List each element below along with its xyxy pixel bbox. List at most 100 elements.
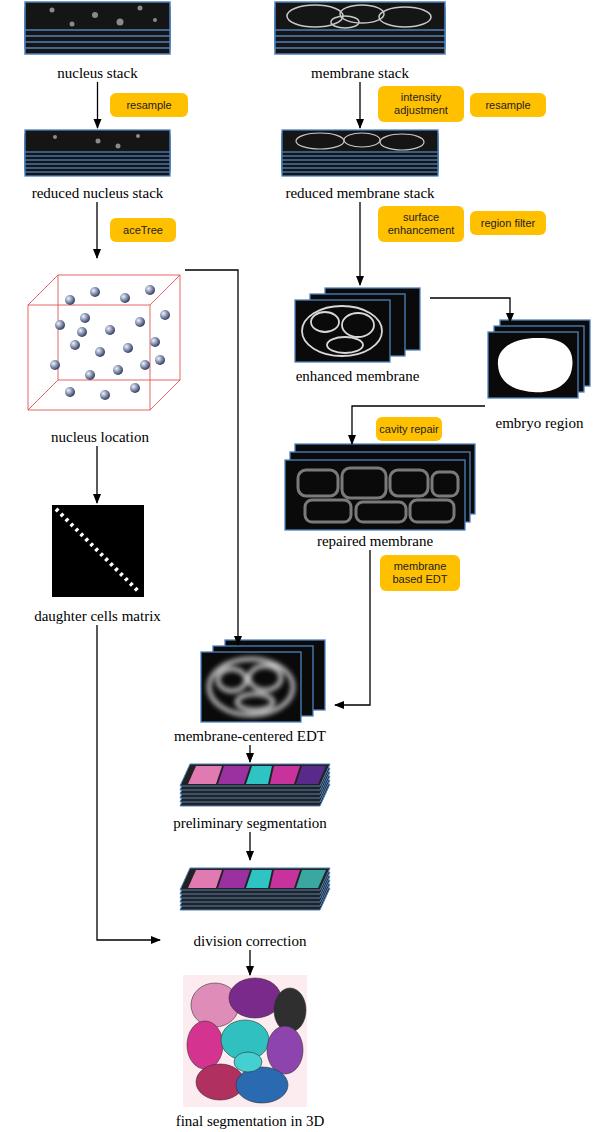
- repaired-membrane-cells-part: [410, 500, 454, 522]
- final-3d-cells-part: [267, 1026, 303, 1074]
- process-step: surface enhancement: [378, 206, 464, 242]
- reduced-membrane-stack-image-part: [282, 130, 438, 152]
- final-3d-cells: [187, 978, 306, 1103]
- step-label: membrane based EDT: [383, 560, 457, 586]
- reduced-membrane-cells-part: [344, 133, 380, 147]
- nucleus-stack-image: [25, 2, 170, 54]
- nucleus-spheres-part: [80, 313, 90, 323]
- nucleus-dots-part: [70, 22, 75, 27]
- stage-caption: reduced membrane stack: [285, 184, 434, 202]
- enhanced-membrane-image-part: [295, 300, 390, 362]
- nucleus-spheres-part: [160, 310, 170, 320]
- nucleus-dots-part: [92, 12, 98, 18]
- enhanced-membrane-image: [295, 288, 420, 362]
- nucleus-spheres-part: [155, 355, 165, 365]
- step-label: surface enhancement: [381, 211, 461, 237]
- nucleus-spheres-part: [50, 360, 60, 370]
- nucleus-location-plot-part: [28, 275, 58, 305]
- edt-glow-part: [249, 666, 281, 690]
- image-stage: nucleus stack: [20, 0, 175, 82]
- division-segments-part: [296, 870, 326, 888]
- division-correction-image: [180, 868, 330, 910]
- reduced-nucleus-dots-part: [136, 134, 140, 138]
- process-step: region filter: [470, 211, 546, 235]
- division-segments-part: [270, 870, 300, 888]
- nucleus-location-plot-part: [28, 305, 150, 410]
- nucleus-spheres-part: [135, 317, 145, 327]
- flow-arrow: [97, 625, 160, 940]
- embryo-region-image: [488, 320, 590, 398]
- nucleus-spheres-part: [85, 370, 95, 380]
- edt-glow: [209, 659, 293, 715]
- nucleus-spheres-part: [95, 347, 105, 357]
- process-step: resample: [470, 93, 546, 117]
- nucleus-dots: [50, 6, 158, 27]
- step-label: cavity repair: [379, 423, 438, 436]
- preliminary-segmentation-image-part: [180, 764, 330, 786]
- flow-arrow: [185, 270, 238, 645]
- process-step: membrane based EDT: [380, 555, 460, 591]
- process-step: resample: [110, 93, 188, 117]
- stage-caption: repaired membrane: [317, 532, 433, 550]
- flow-arrow: [97, 82, 98, 128]
- daughter-matrix-diagonal: [56, 509, 140, 593]
- image-stage: membrane stack: [270, 0, 450, 82]
- process-step: intensity adjustment: [378, 86, 464, 122]
- reduced-nucleus-dots-part: [96, 139, 101, 144]
- repaired-membrane-cells-part: [342, 468, 386, 498]
- enhanced-membrane-outlines: [302, 306, 382, 356]
- flow-arrow: [96, 202, 97, 258]
- reduced-nucleus-dots-part: [116, 144, 121, 149]
- flow-arrow: [359, 82, 360, 128]
- final-3d-cells-part: [234, 1052, 262, 1072]
- step-label: intensity adjustment: [381, 91, 461, 117]
- preliminary-segments-part: [296, 766, 326, 784]
- step-label: resample: [485, 99, 530, 112]
- flow-arrow: [352, 406, 485, 444]
- image-stage: embryo region: [485, 322, 594, 432]
- edt-image: [201, 640, 325, 722]
- edt-glow-part: [209, 659, 293, 715]
- stage-caption: daughter cells matrix: [34, 607, 161, 625]
- step-label: resample: [126, 99, 171, 112]
- membrane-cells-part: [379, 7, 431, 27]
- repaired-membrane-image-part: [285, 460, 465, 530]
- nucleus-spheres-part: [65, 295, 75, 305]
- nucleus-stack-image-part: [25, 2, 170, 30]
- membrane-stack-image-part: [275, 2, 445, 30]
- membrane-cells: [287, 5, 431, 28]
- preliminary-segmentation-image: [180, 764, 330, 806]
- membrane-stack-image: [275, 2, 445, 54]
- nucleus-dots-part: [117, 19, 124, 26]
- division-correction-image-part: [180, 868, 330, 890]
- nucleus-spheres-part: [130, 383, 140, 393]
- division-segments-part: [246, 870, 272, 888]
- flow-arrow: [335, 550, 370, 705]
- nucleus-spheres-part: [90, 287, 100, 297]
- nucleus-spheres-part: [123, 343, 133, 353]
- nucleus-spheres-part: [140, 360, 150, 370]
- nucleus-spheres-part: [150, 337, 160, 347]
- repaired-membrane-cells-part: [305, 500, 351, 522]
- stage-caption: preliminary segmentation: [173, 814, 327, 832]
- repaired-membrane-cells-part: [356, 502, 406, 522]
- nucleus-spheres-part: [55, 320, 65, 330]
- daughter-matrix-image: [52, 505, 144, 597]
- repaired-membrane-image: [285, 444, 475, 530]
- reduced-nucleus-stack-image-part: [25, 130, 170, 152]
- image-stage: membrane-centered EDT: [165, 645, 335, 745]
- repaired-membrane-cells: [298, 468, 458, 522]
- nucleus-spheres-part: [120, 293, 130, 303]
- reduced-membrane-cells-part: [380, 134, 424, 150]
- nucleus-location-plot: [28, 275, 180, 410]
- division-segments-part: [218, 870, 250, 888]
- nucleus-location-plot-part: [58, 275, 180, 380]
- repaired-membrane-cells-part: [390, 470, 428, 496]
- nucleus-spheres: [50, 285, 170, 400]
- step-label: region filter: [481, 217, 535, 230]
- nucleus-dots-part: [50, 8, 55, 13]
- membrane-cells-part: [340, 5, 384, 23]
- image-stage: division correction: [160, 860, 340, 950]
- reduced-nucleus-stack-image: [25, 130, 170, 176]
- stage-caption: enhanced membrane: [296, 367, 420, 385]
